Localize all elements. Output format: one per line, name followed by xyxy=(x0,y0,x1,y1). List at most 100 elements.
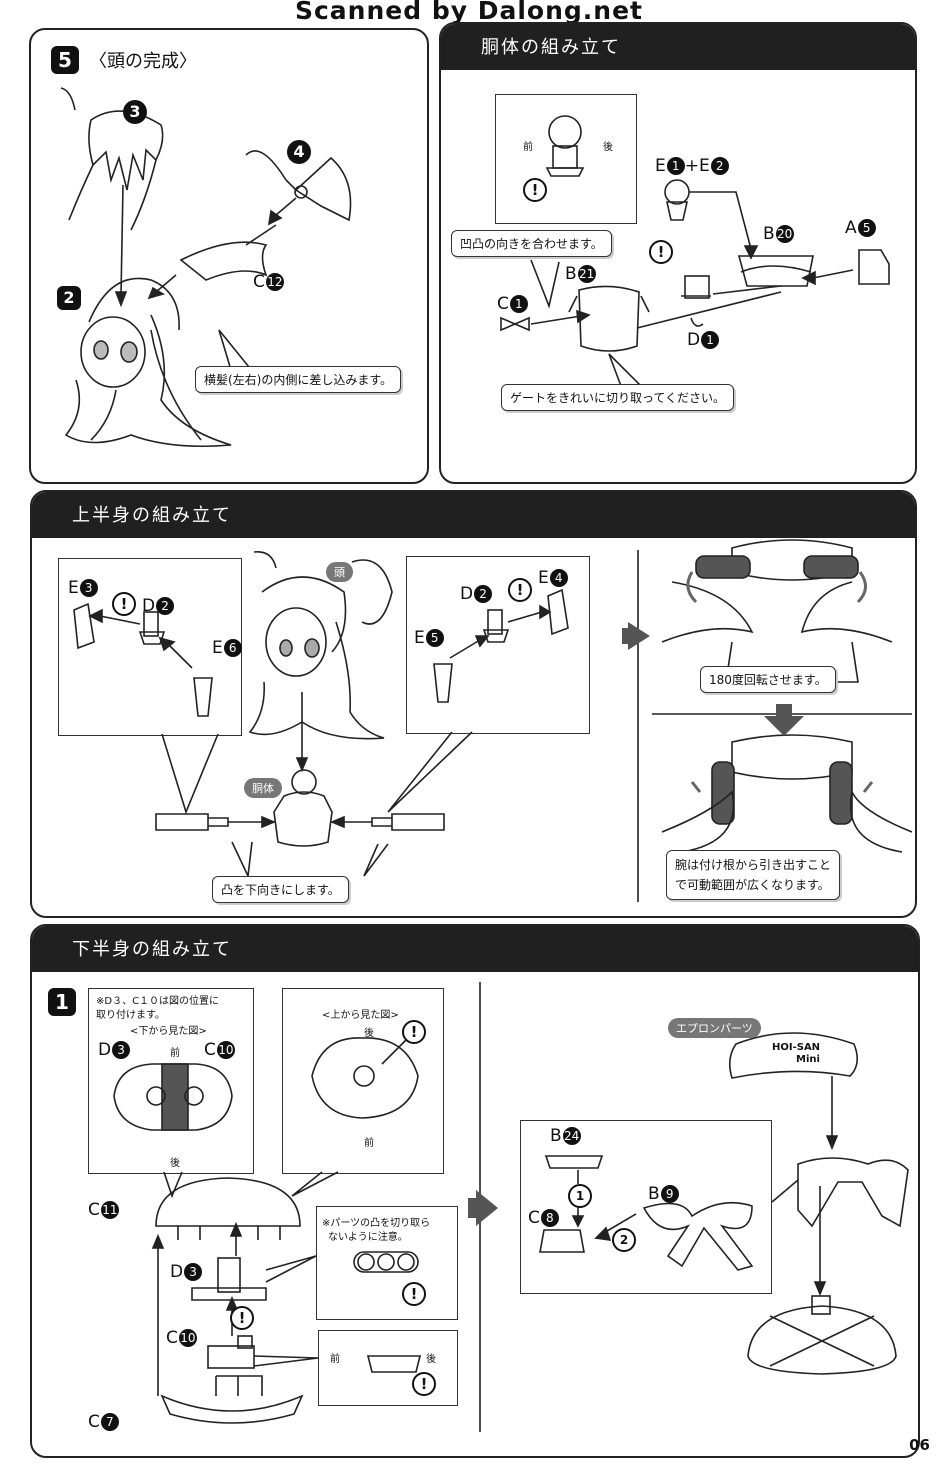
step-title: 〈頭の完成〉 xyxy=(89,51,197,72)
caution-icon: ! xyxy=(508,578,532,602)
label-front: 前 xyxy=(364,1138,374,1149)
part-number: 3 xyxy=(112,1041,131,1059)
part-letter: D xyxy=(98,1040,112,1060)
part-letter: E xyxy=(655,156,666,176)
label-front: 前 xyxy=(330,1354,340,1365)
note-arm-range: 腕は付け根から引き出すこと で可動範囲が広くなります。 xyxy=(666,850,841,900)
part-letter: C xyxy=(88,1412,100,1432)
plus-sign: + xyxy=(684,156,699,176)
panel-upper-body: 上半身の組み立て xyxy=(30,490,917,918)
caution-icon: ! xyxy=(402,1282,426,1306)
order-step-2-icon: 2 xyxy=(612,1228,636,1252)
caution-icon: ! xyxy=(412,1372,436,1396)
tag-torso: 胴体 xyxy=(244,778,282,798)
page-number: 06 xyxy=(909,1436,930,1454)
apron-print-line1: HOI-SAN xyxy=(772,1042,821,1053)
part-letter: C xyxy=(253,272,265,292)
lower-body-illustration xyxy=(113,982,909,1432)
part-4-badge: 4 xyxy=(287,140,311,164)
label-back: 後 xyxy=(364,1028,374,1039)
part-number: 11 xyxy=(100,1201,119,1219)
step-number-badge: 1 xyxy=(48,988,76,1016)
note-align-bumps: 凹凸の向きを合わせます。 xyxy=(451,230,612,257)
note-bump-down: 凸を下向きにします。 xyxy=(212,876,349,903)
head-assembly-illustration xyxy=(60,87,352,448)
panel-header: 下半身の組み立て xyxy=(32,926,918,972)
note-position-line1: ※D３、C１０は図の位置に xyxy=(96,996,220,1007)
part-letter: D xyxy=(687,330,701,350)
part-number: 24 xyxy=(562,1127,581,1145)
note-cut-line1: ※パーツの凸を切り取ら xyxy=(322,1218,431,1229)
panel-title: 下半身の組み立て xyxy=(72,939,232,960)
part-3-badge: 3 xyxy=(123,100,147,124)
part-letter: D xyxy=(142,596,156,616)
part-number: 1 xyxy=(666,157,685,175)
label-front: 前 xyxy=(523,142,533,153)
part-letter: E xyxy=(699,156,710,176)
part-letter: B xyxy=(550,1126,562,1146)
caution-icon: ! xyxy=(402,1020,426,1044)
part-number: 1 xyxy=(509,295,528,313)
view-label-bottom: <下から見た図> xyxy=(130,1026,207,1037)
panel-torso-assembly: 胴体の組み立て 前 後 ! xyxy=(439,22,917,484)
part-letter: D xyxy=(170,1262,184,1282)
part-number: 10 xyxy=(216,1041,235,1059)
apron-print-line2: Mini xyxy=(796,1054,820,1065)
part-letter: C xyxy=(528,1208,540,1228)
order-step-1-icon: 1 xyxy=(568,1184,592,1208)
part-letter: C xyxy=(166,1328,178,1348)
part-number: 3 xyxy=(184,1263,203,1281)
label-back: 後 xyxy=(603,142,613,153)
step-number-badge: 5 xyxy=(51,46,79,74)
part-letter: D xyxy=(460,584,474,604)
tag-apron-parts: エプロンパーツ xyxy=(668,1018,761,1038)
part-letter: C xyxy=(88,1200,100,1220)
part-number: 2 xyxy=(474,585,493,603)
note-insert-sidehair: 横髪(左右)の内側に差し込みます。 xyxy=(195,366,402,393)
part-letter: B xyxy=(648,1184,660,1204)
part-number: 2 xyxy=(156,597,175,615)
panel-header: 上半身の組み立て xyxy=(32,492,915,538)
tag-head: 頭 xyxy=(326,562,353,582)
view-label-top: <上から見た図> xyxy=(322,1010,399,1021)
part-letter: E xyxy=(68,578,79,598)
part-number: 20 xyxy=(775,225,794,243)
part-letter: C xyxy=(497,294,509,314)
caution-icon: ! xyxy=(649,240,673,264)
note-rotate-180: 180度回転させます。 xyxy=(700,666,836,693)
caution-icon: ! xyxy=(112,592,136,616)
panel-head-complete: 5 〈頭の完成〉 xyxy=(29,28,429,484)
label-back: 後 xyxy=(170,1158,180,1169)
part-number: 8 xyxy=(540,1209,559,1227)
part-number: 2 xyxy=(710,157,729,175)
part-letter: E xyxy=(414,628,425,648)
part-letter: C xyxy=(204,1040,216,1060)
part-number: 9 xyxy=(660,1185,679,1203)
part-letter: E xyxy=(212,638,223,658)
note-line: 腕は付け根から引き出すこと xyxy=(675,858,832,872)
part-letter: B xyxy=(565,264,577,284)
part-number: 5 xyxy=(425,629,444,647)
panel-lower-body: 下半身の組み立て 1 xyxy=(30,924,920,1458)
part-letter: B xyxy=(763,224,775,244)
